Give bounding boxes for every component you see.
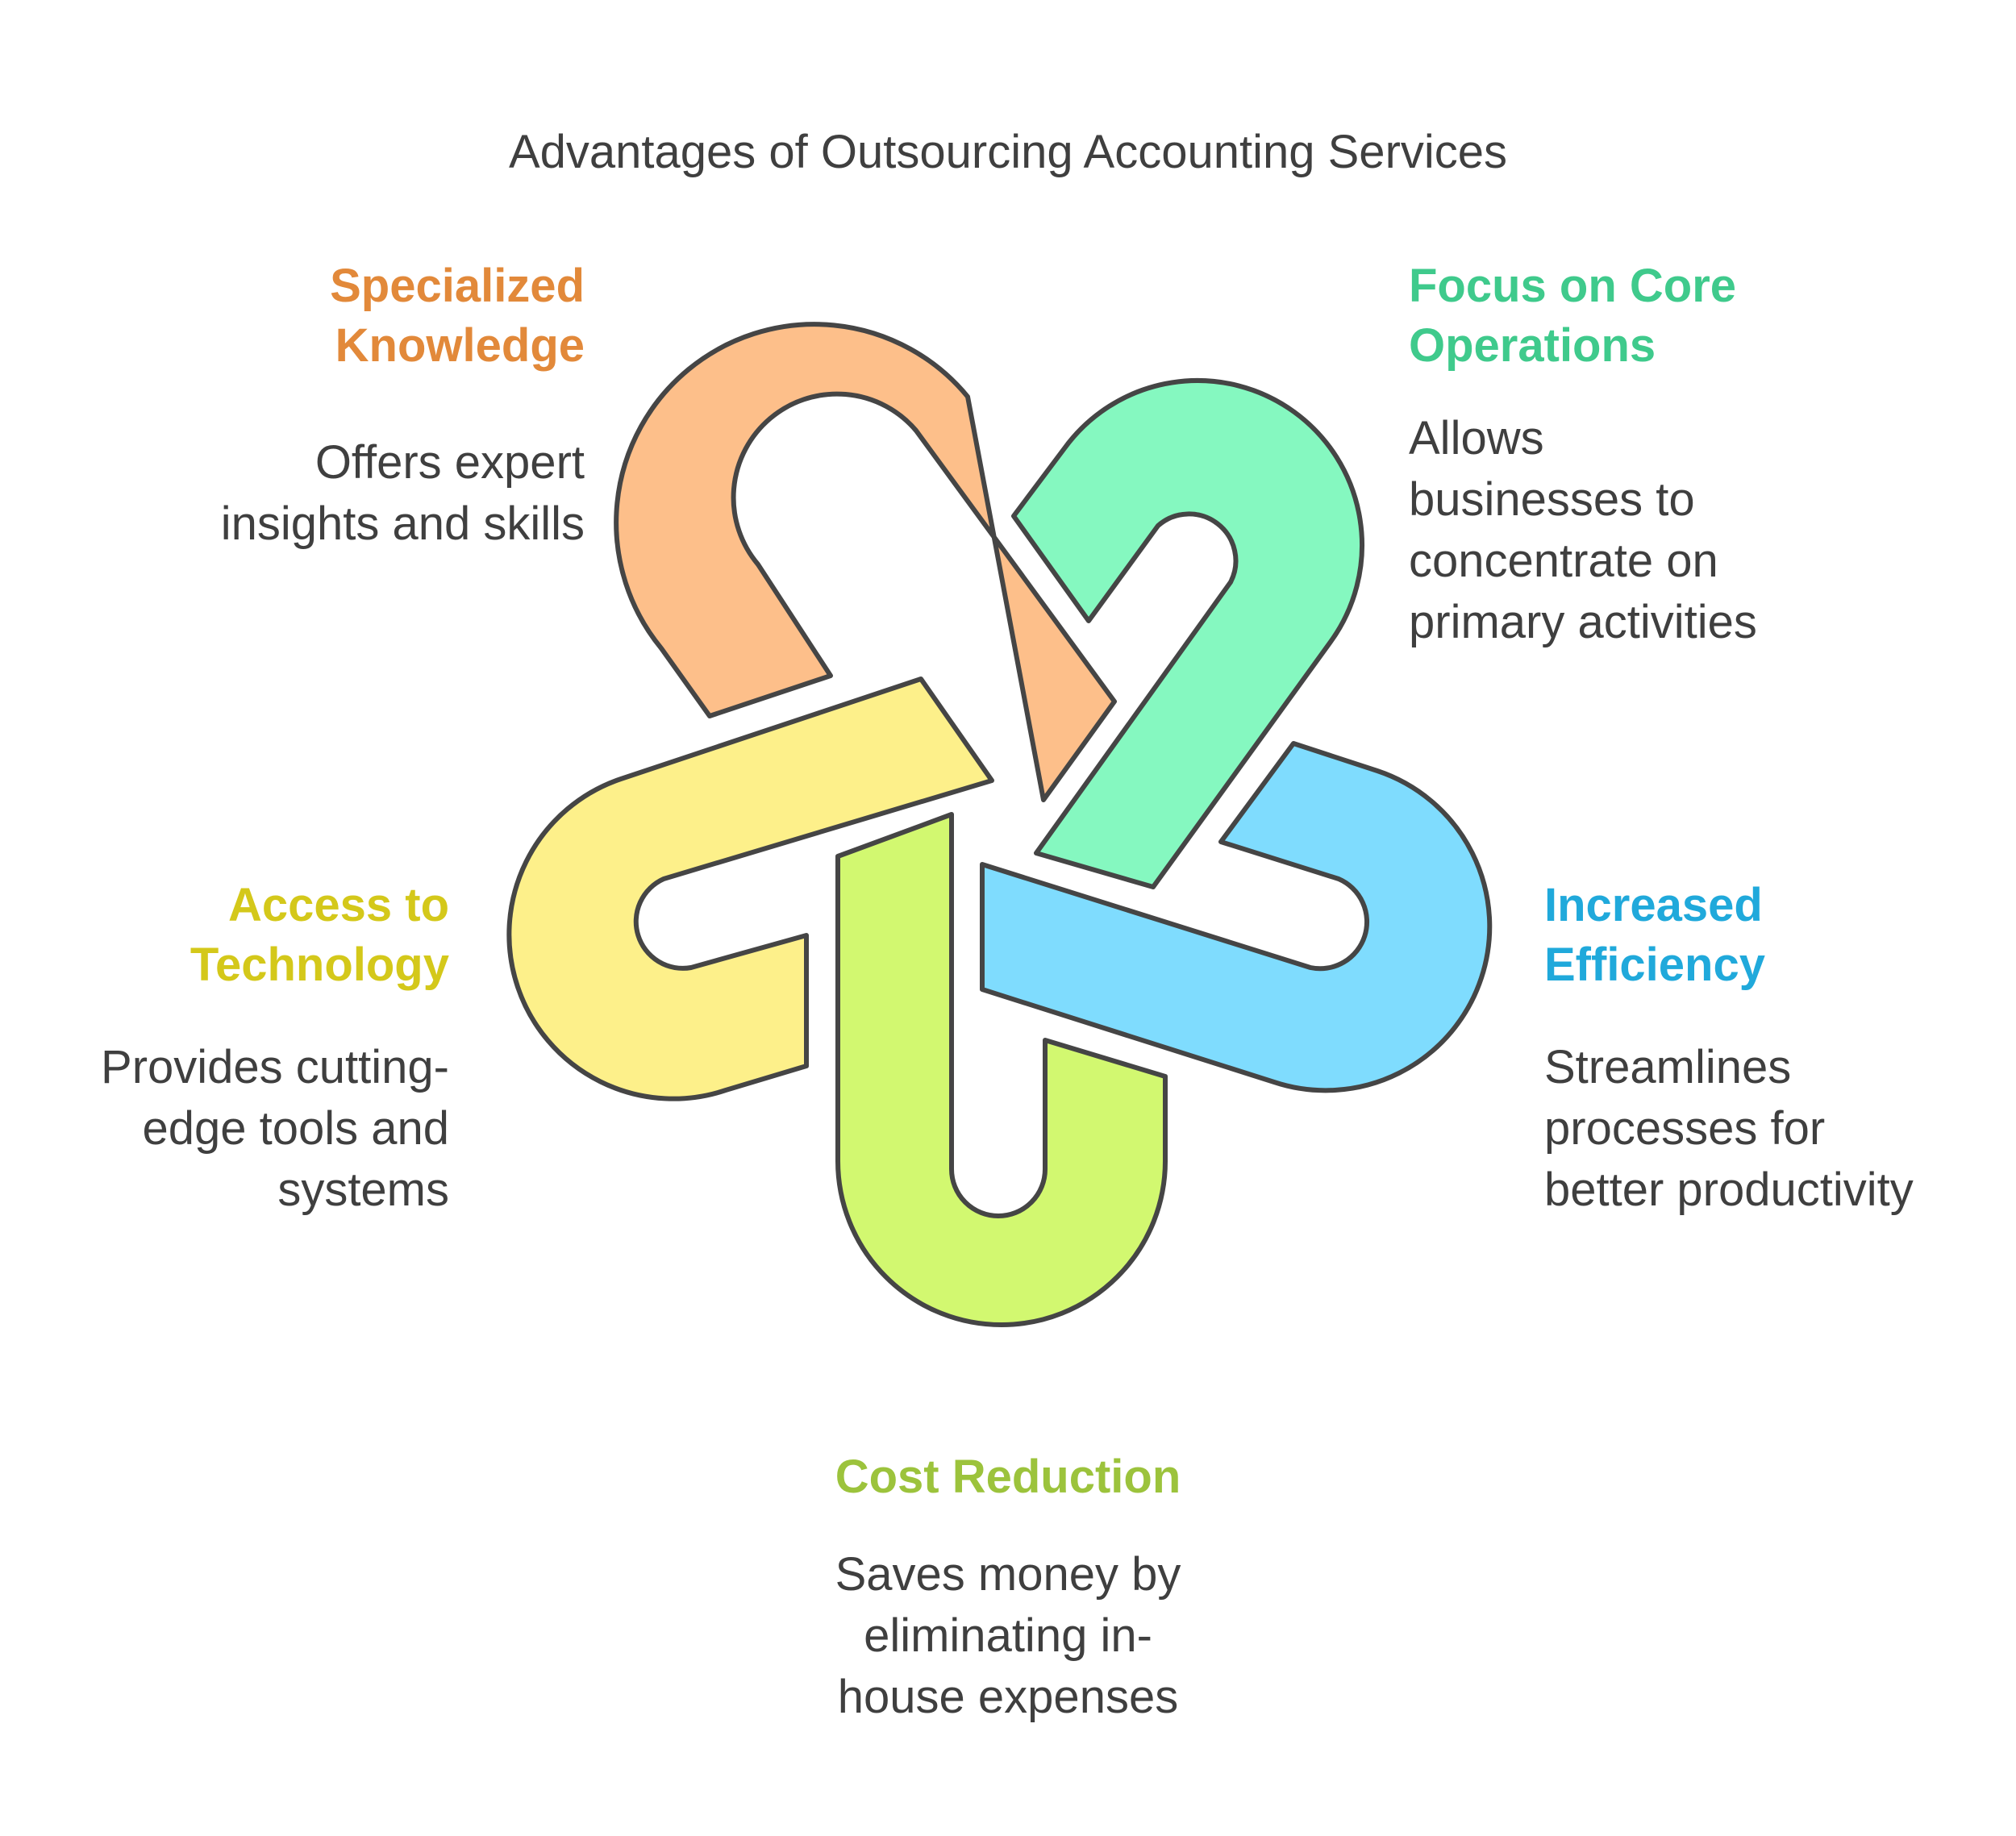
specialized-knowledge-link	[614, 322, 1117, 802]
access-to-technology-link	[506, 677, 994, 1101]
increased-efficiency-heading: Increased Efficiency	[1544, 879, 1765, 991]
cost-reduction-block: Cost Reduction Saves money by eliminatin…	[774, 1447, 1242, 1728]
focus-core-operations-link	[1011, 377, 1365, 889]
increased-efficiency-link	[980, 741, 1493, 1093]
cost-reduction-heading: Cost Reduction	[835, 1451, 1181, 1503]
access-to-technology-heading: Access to Technology	[190, 879, 449, 991]
specialized-knowledge-heading: Specialized Knowledge	[330, 260, 585, 372]
diagram-title: Advantages of Outsourcing Accounting Ser…	[508, 126, 1508, 178]
cost-reduction-description: Saves money by eliminating in- house exp…	[835, 1548, 1181, 1723]
increased-efficiency-block: Increased Efficiency Streamlines process…	[1544, 876, 2004, 1221]
specialized-knowledge-block: Specialized Knowledge Offers expert insi…	[97, 256, 585, 555]
access-to-technology-description: Provides cutting- edge tools and systems	[101, 1041, 449, 1216]
focus-core-operations-block: Focus on Core Operations Allows business…	[1409, 256, 1973, 653]
focus-core-operations-heading: Focus on Core Operations	[1409, 260, 1737, 372]
focus-core-operations-description: Allows businesses to concentrate on prim…	[1409, 412, 1757, 648]
access-to-technology-block: Access to Technology Provides cutting- e…	[32, 876, 449, 1221]
cost-reduction-link	[835, 812, 1168, 1327]
increased-efficiency-description: Streamlines processes for better product…	[1544, 1041, 1914, 1216]
specialized-knowledge-description: Offers expert insights and skills	[220, 436, 585, 550]
